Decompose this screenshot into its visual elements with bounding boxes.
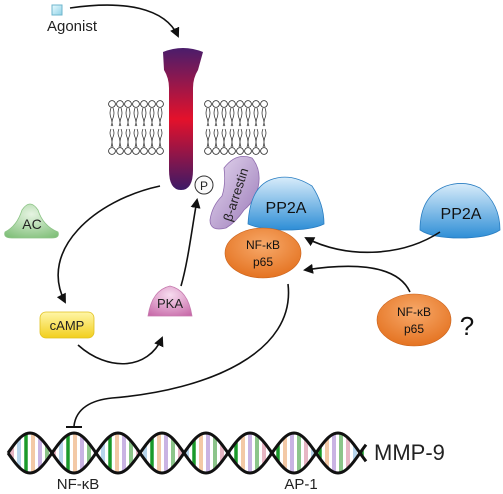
lipid-tail (149, 128, 155, 148)
dna-helix (6, 431, 368, 475)
agonist-arrow (69, 4, 180, 38)
nfkb-translocation-arrow (303, 263, 411, 293)
lipid-head (212, 147, 220, 155)
lipid-head (244, 100, 252, 108)
pp2a-free (419, 183, 501, 239)
lipid-head (148, 100, 156, 108)
lipid-head (116, 147, 124, 155)
lipid-tail (261, 128, 267, 148)
lipid-tail (149, 107, 155, 127)
lipid-tail (213, 128, 219, 148)
receptor-to-camp-arrow (56, 185, 161, 304)
lipid-tail (157, 128, 163, 148)
lipid-tail (141, 128, 147, 148)
adenylyl-cyclase (4, 203, 59, 239)
lipid-tail (261, 107, 267, 127)
beta-arrestin (209, 155, 260, 230)
lipid-head (124, 100, 132, 108)
lipid-head (124, 147, 132, 155)
lipid-head (116, 100, 124, 108)
lipid-tail (157, 107, 163, 127)
lipid-tail (253, 128, 259, 148)
nfkb-p65-free (376, 293, 452, 347)
lipid-head (236, 147, 244, 155)
lipid-head (236, 100, 244, 108)
lipid-head (132, 100, 140, 108)
lipid-tail (229, 107, 235, 127)
lipid-tail (229, 128, 235, 148)
camp-label: cAMP (50, 318, 85, 333)
lipid-head (228, 100, 236, 108)
lipid-tail (253, 107, 259, 127)
lipid-tail (205, 128, 211, 148)
lipid-head (212, 100, 220, 108)
lipid-head (252, 147, 260, 155)
lipid-tail (245, 107, 251, 127)
nfkb-free-line1: NF-κB (397, 305, 431, 319)
pka-to-phospho-arrow (180, 198, 201, 287)
lipid-head (260, 147, 268, 155)
lipid-head (148, 147, 156, 155)
inhibition-line (73, 283, 290, 427)
lipid-head (132, 147, 140, 155)
lipid-tail (125, 107, 131, 127)
lipid-head (156, 100, 164, 108)
promoter-nfkb-label: NF-κB (57, 476, 100, 493)
agonist-icon (51, 4, 63, 16)
gene-label: MMP-9 (374, 440, 445, 465)
lipid-tail (109, 107, 115, 127)
pp2a-free-label: PP2A (441, 206, 482, 223)
camp-box (39, 311, 95, 339)
lipid-head (140, 100, 148, 108)
dna-strand-a (6, 431, 368, 475)
lipid-head (220, 100, 228, 108)
lipid-tail (221, 107, 227, 127)
pp2a-bound-label: PP2A (266, 200, 307, 217)
question-mark: ? (460, 311, 474, 341)
lipid-head (204, 147, 212, 155)
lipid-tail (109, 128, 115, 148)
lipid-head (228, 147, 236, 155)
lipid-head (156, 147, 164, 155)
lipid-tail (237, 128, 243, 148)
pp2a-bound (247, 176, 325, 231)
pka-label: PKA (157, 296, 183, 311)
gpcr-receptor (163, 48, 203, 190)
nfkb-free-line2: p65 (404, 322, 424, 336)
pp2a-translocation-arrow (304, 231, 441, 254)
lipid-tail (141, 107, 147, 127)
lipid-tail (237, 107, 243, 127)
ac-label: AC (22, 216, 41, 232)
lipid-head (244, 147, 252, 155)
dna-strand-b (6, 431, 368, 475)
agonist-label: Agonist (47, 18, 98, 35)
camp-to-pka-arrow (77, 336, 164, 365)
lipid-tail (125, 128, 131, 148)
cell-membrane (108, 100, 268, 155)
lipid-tail (117, 128, 123, 148)
lipid-head (220, 147, 228, 155)
nfkb-p65-bound (224, 227, 302, 279)
lipid-head (204, 100, 212, 108)
promoter-ap1-label: AP-1 (284, 476, 317, 493)
lipid-head (260, 100, 268, 108)
lipid-tail (205, 107, 211, 127)
lipid-tail (133, 107, 139, 127)
lipid-head (252, 100, 260, 108)
lipid-head (108, 147, 116, 155)
lipid-tail (117, 107, 123, 127)
phosphate-circle (194, 175, 214, 195)
lipid-head (140, 147, 148, 155)
lipid-tail (245, 128, 251, 148)
nfkb-bound-line2: p65 (253, 255, 273, 269)
pka-enzyme (147, 285, 193, 317)
lipid-tail (221, 128, 227, 148)
lipid-tail (133, 128, 139, 148)
phosphate-label: P (200, 179, 208, 193)
lipid-tail (213, 107, 219, 127)
nfkb-bound-line1: NF-κB (246, 238, 280, 252)
lipid-head (108, 100, 116, 108)
